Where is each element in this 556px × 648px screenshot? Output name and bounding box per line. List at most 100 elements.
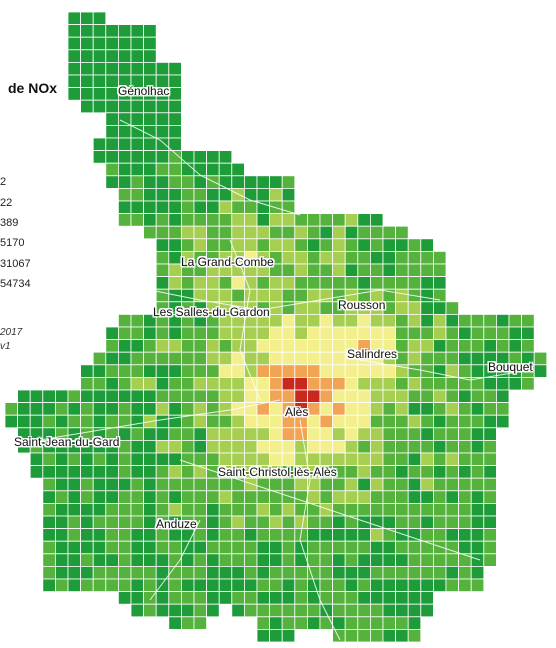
grid-cell [143,225,157,240]
grid-cell [319,250,334,265]
grid-cell [256,238,271,252]
grid-cell [306,528,321,542]
grid-cell [269,351,283,366]
grid-cell [281,364,296,378]
grid-cell [180,402,195,416]
grid-cell [256,629,271,643]
grid-cell [206,339,220,353]
grid-cell [231,553,245,567]
grid-cell [357,402,371,416]
grid-cell [130,125,145,139]
grid-cell [17,414,31,429]
grid-cell [155,603,170,618]
grid-cell [445,515,460,530]
grid-cell [344,376,359,391]
grid-cell [80,402,94,416]
grid-cell [432,427,447,441]
grid-cell [344,553,359,567]
grid-cell [445,578,460,593]
grid-cell [407,364,422,378]
grid-cell [432,528,447,542]
grid-cell [432,276,447,290]
grid-cell [332,326,346,341]
grid-cell [193,213,208,227]
grid-cell [357,515,371,530]
town-label-saint-jean-du-gard: Saint-Jean-du-Gard [14,435,120,449]
grid-cell [332,566,346,580]
grid-cell [294,263,308,278]
grid-cell [118,200,132,215]
grid-cell [470,414,485,429]
grid-cell [231,540,245,555]
grid-cell [458,326,472,341]
grid-cell [180,162,195,177]
commune-boundary [119,119,301,216]
grid-cell [118,439,132,454]
grid-cell [319,414,334,429]
grid-cell [369,465,384,479]
grid-cell [231,566,245,580]
grid-cell [395,477,409,492]
town-label-la-grand-combe: La Grand-Combe [181,255,274,269]
grid-cell [407,326,422,341]
grid-cell [155,326,170,341]
grid-cell [306,250,321,265]
grid-cell [432,414,447,429]
grid-cell [306,276,321,290]
grid-cell [395,288,409,303]
grid-cell [395,490,409,504]
town-label-rousson: Rousson [338,298,386,312]
grid-cell [332,452,346,467]
grid-cell [319,477,334,492]
grid-cell [55,540,69,555]
grid-cell [369,502,384,517]
commune-boundary [39,399,281,441]
grid-cell [17,402,31,416]
grid-cell [105,364,119,378]
grid-cell [294,225,308,240]
grid-cell [306,502,321,517]
grid-cell [420,502,434,517]
grid-cell [80,515,94,530]
grid-cell [382,276,397,290]
grid-cell [407,629,422,643]
grid-cell [306,515,321,530]
grid-cell [218,553,233,567]
grid-cell [218,540,233,555]
grid-cell [168,540,182,555]
grid-cell [495,389,510,404]
grid-cell [445,452,460,467]
grid-cell [395,250,409,265]
grid-cell [332,490,346,504]
grid-cell [231,490,245,504]
grid-cell [256,528,271,542]
grid-cell [420,376,434,391]
grid-cell [407,490,422,504]
grid-cell [420,339,434,353]
grid-cell [344,427,359,441]
grid-cell [306,213,321,227]
grid-cell [92,528,107,542]
legend-title: de NOx [8,80,58,96]
grid-cell [344,263,359,278]
grid-cell [42,515,56,530]
grid-cell [395,452,409,467]
grid-cell [369,566,384,580]
grid-cell [306,326,321,341]
grid-cell [445,414,460,429]
grid-cell [407,301,422,315]
grid-cell [168,99,182,114]
grid-cell [407,616,422,630]
grid-cell [130,376,145,391]
grid-cell [168,616,182,630]
grid-cell [432,490,447,504]
grid-cell [256,364,271,378]
grid-cell [369,553,384,567]
commune-boundary [149,289,441,311]
grid-cell [294,250,308,265]
grid-cell [180,465,195,479]
grid-cell [357,213,371,227]
grid-cell [206,502,220,517]
grid-cell [281,175,296,189]
grid-cell [243,578,258,593]
